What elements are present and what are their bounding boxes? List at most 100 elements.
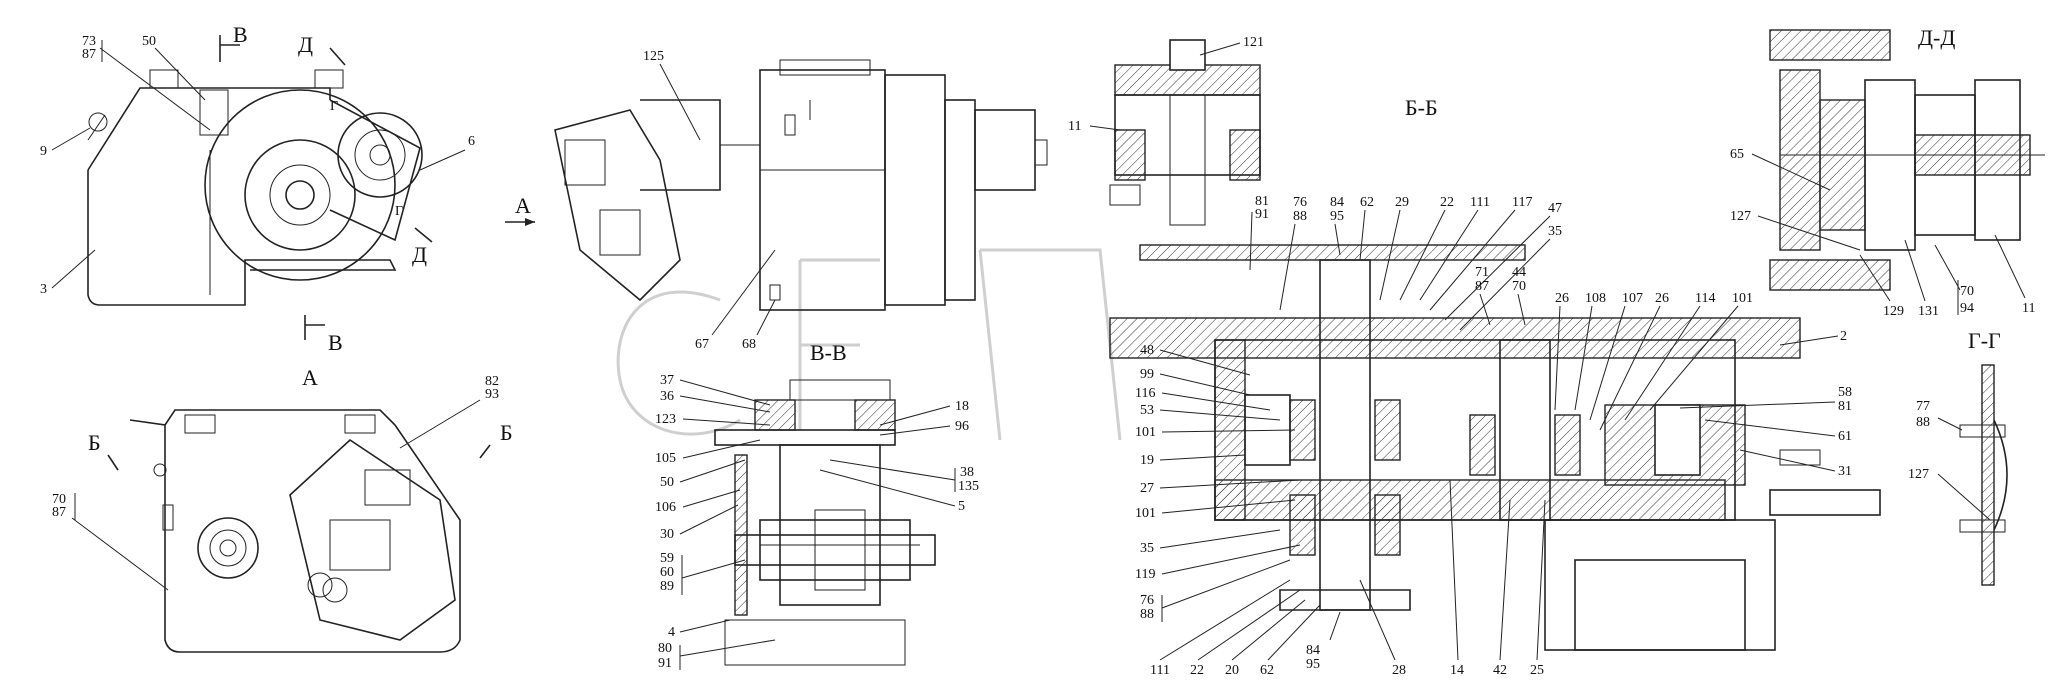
label-18: 18 bbox=[955, 399, 969, 414]
label-87c: 87 bbox=[1475, 279, 1489, 294]
cut-mark-v-top: В bbox=[233, 22, 248, 47]
label-94: 94 bbox=[1960, 301, 1974, 316]
label-111: 111 bbox=[1470, 195, 1490, 210]
label-96: 96 bbox=[955, 419, 969, 434]
label-37: 37 bbox=[660, 373, 674, 388]
label-65: 65 bbox=[1730, 147, 1744, 162]
view-top-left bbox=[87, 69, 423, 306]
label-127: 127 bbox=[1730, 209, 1751, 224]
label-5: 5 bbox=[958, 499, 965, 514]
label-114: 114 bbox=[1695, 291, 1715, 306]
label-11b: 11 bbox=[2022, 301, 2035, 316]
label-88: 88 bbox=[1293, 209, 1307, 224]
label-35b: 35 bbox=[1140, 541, 1154, 556]
label-20: 20 bbox=[1225, 663, 1239, 678]
cut-marks-view-a: Б Б bbox=[88, 420, 513, 471]
label-81: 81 bbox=[1255, 194, 1269, 209]
label-125: 125 bbox=[643, 49, 664, 64]
label-121: 121 bbox=[1243, 35, 1264, 50]
label-87b: 87 bbox=[52, 505, 66, 520]
label-71: 71 bbox=[1475, 265, 1489, 280]
label-22b: 22 bbox=[1190, 663, 1204, 678]
label-127b: 127 bbox=[1908, 467, 1929, 482]
label-35: 35 bbox=[1548, 224, 1562, 239]
label-27: 27 bbox=[1140, 481, 1154, 496]
label-111b: 111 bbox=[1150, 663, 1170, 678]
label-58: 58 bbox=[1838, 385, 1852, 400]
label-91b: 91 bbox=[1255, 207, 1269, 222]
label-14: 14 bbox=[1450, 663, 1464, 678]
label-70c: 70 bbox=[1960, 284, 1974, 299]
label-101b: 101 bbox=[1135, 425, 1156, 440]
title-view-a: А bbox=[302, 365, 318, 390]
label-2: 2 bbox=[1840, 329, 1847, 344]
cut-mark-d-top: Д bbox=[298, 32, 313, 57]
label-11: 11 bbox=[1068, 119, 1081, 134]
label-26b: 26 bbox=[1655, 291, 1669, 306]
label-95b: 95 bbox=[1306, 657, 1320, 672]
cut-marks-view1: В В Д Д Г Г bbox=[219, 22, 433, 355]
label-50b: 50 bbox=[660, 475, 674, 490]
label-70: 70 bbox=[52, 492, 66, 507]
arrow-a-letter: А bbox=[515, 193, 531, 218]
cut-mark-v-bottom: В bbox=[328, 330, 343, 355]
label-38: 38 bbox=[960, 465, 974, 480]
labels-section-vv: 37 36 123 105 50 106 30 59 60 89 4 80 91… bbox=[655, 373, 979, 671]
labels-section-bb-left: 48 99 116 53 101 19 27 101 35 119 76 88 bbox=[1135, 343, 1301, 622]
label-28: 28 bbox=[1392, 663, 1406, 678]
label-101c: 101 bbox=[1135, 506, 1156, 521]
label-62b: 62 bbox=[1260, 663, 1274, 678]
labels-section-bb-top: 121 11 81 91 76 88 84 95 62 29 22 111 11… bbox=[1068, 35, 1852, 479]
title-sec-vv: В-В bbox=[810, 340, 847, 365]
label-19: 19 bbox=[1140, 453, 1154, 468]
label-36: 36 bbox=[660, 389, 674, 404]
label-62: 62 bbox=[1360, 195, 1374, 210]
label-77: 77 bbox=[1916, 399, 1930, 414]
label-31: 31 bbox=[1838, 464, 1852, 479]
label-25: 25 bbox=[1530, 663, 1544, 678]
cut-mark-g-bottom: Г bbox=[395, 204, 403, 219]
labels-section-gg: 77 88 127 bbox=[1908, 399, 1991, 521]
label-107: 107 bbox=[1622, 291, 1643, 306]
label-53: 53 bbox=[1140, 403, 1154, 418]
label-84: 84 bbox=[1330, 195, 1344, 210]
title-sec-dd: Д-Д bbox=[1918, 25, 1955, 50]
labels-view-a: 82 93 70 87 bbox=[52, 374, 499, 591]
title-sec-bb: Б-Б bbox=[1405, 95, 1438, 120]
label-76: 76 bbox=[1293, 195, 1307, 210]
cut-mark-d-bottom: Д bbox=[412, 242, 427, 267]
label-84b: 84 bbox=[1306, 643, 1320, 658]
label-4: 4 bbox=[668, 625, 675, 640]
label-22: 22 bbox=[1440, 195, 1454, 210]
label-9: 9 bbox=[40, 144, 47, 159]
section-vv bbox=[714, 379, 936, 666]
label-101: 101 bbox=[1732, 291, 1753, 306]
label-26: 26 bbox=[1555, 291, 1569, 306]
view-a bbox=[129, 409, 461, 653]
cut-mark-b-left: Б bbox=[88, 430, 101, 455]
title-sec-gg: Г-Г bbox=[1968, 328, 2001, 353]
label-93: 93 bbox=[485, 387, 499, 402]
watermark bbox=[616, 248, 1122, 441]
label-76b: 76 bbox=[1140, 593, 1154, 608]
label-60: 60 bbox=[660, 565, 674, 580]
section-gg bbox=[1959, 364, 2008, 586]
label-119: 119 bbox=[1135, 567, 1155, 582]
label-80: 80 bbox=[658, 641, 672, 656]
label-42: 42 bbox=[1493, 663, 1507, 678]
label-95: 95 bbox=[1330, 209, 1344, 224]
labels-section-bb-bottom: 111 22 20 62 84 95 28 14 42 25 bbox=[1150, 479, 1546, 678]
section-bb bbox=[1109, 39, 1881, 651]
label-82: 82 bbox=[485, 374, 499, 389]
label-68: 68 bbox=[742, 337, 756, 352]
cut-mark-g-top: Г bbox=[330, 99, 338, 114]
labels-view-side: 125 67 68 bbox=[643, 49, 776, 352]
label-99: 99 bbox=[1140, 367, 1154, 382]
label-50: 50 bbox=[142, 34, 156, 49]
label-131: 131 bbox=[1918, 304, 1939, 319]
label-61: 61 bbox=[1838, 429, 1852, 444]
labels-view-top-left: 73 87 50 9 6 3 bbox=[40, 34, 475, 297]
label-29: 29 bbox=[1395, 195, 1409, 210]
label-108: 108 bbox=[1585, 291, 1606, 306]
